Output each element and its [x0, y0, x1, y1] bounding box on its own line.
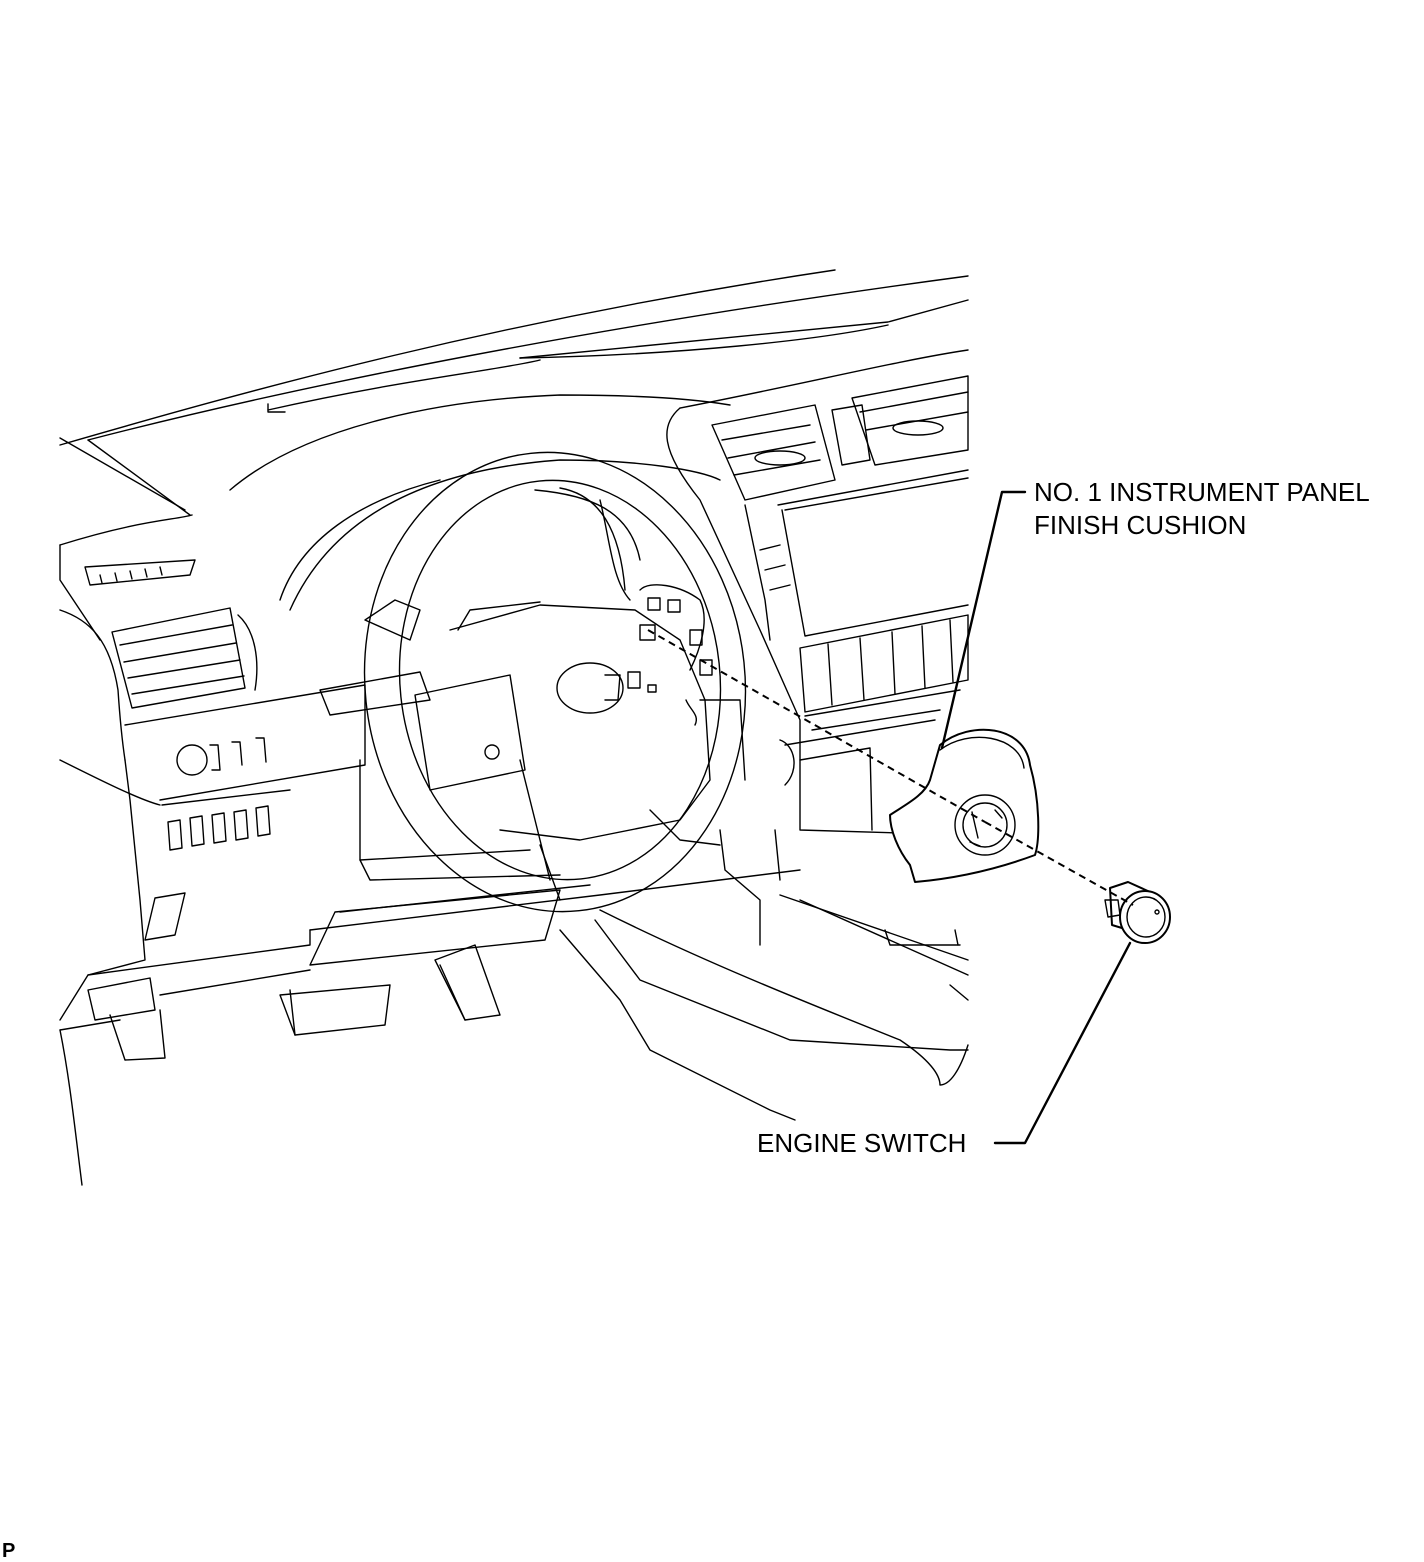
cushion-callout-line1: NO. 1 INSTRUMENT PANEL — [1034, 477, 1370, 507]
cushion-leader-line — [940, 490, 1027, 750]
cushion-assembly-line — [647, 629, 986, 823]
callout-lines — [647, 490, 1134, 1145]
engine-switch-leader-line — [993, 941, 1132, 1145]
engine-switch-callout-label: ENGINE SWITCH — [757, 1128, 967, 1158]
switch-assembly-line — [984, 821, 1134, 906]
cluster-hood — [279, 459, 721, 611]
engine-switch-part — [1104, 881, 1171, 944]
dashboard-top — [59, 269, 969, 546]
left-panel — [59, 544, 366, 1186]
finish-cushion-part — [889, 728, 1040, 883]
steering-wheel — [319, 451, 795, 913]
lower-dash — [159, 759, 969, 1121]
cushion-callout-line2: FINISH CUSHION — [1034, 510, 1247, 540]
page-code: P — [2, 1540, 16, 1562]
cushion-callout-label: NO. 1 INSTRUMENT PANEL FINISH CUSHION — [1034, 476, 1370, 542]
center-console — [666, 349, 969, 836]
